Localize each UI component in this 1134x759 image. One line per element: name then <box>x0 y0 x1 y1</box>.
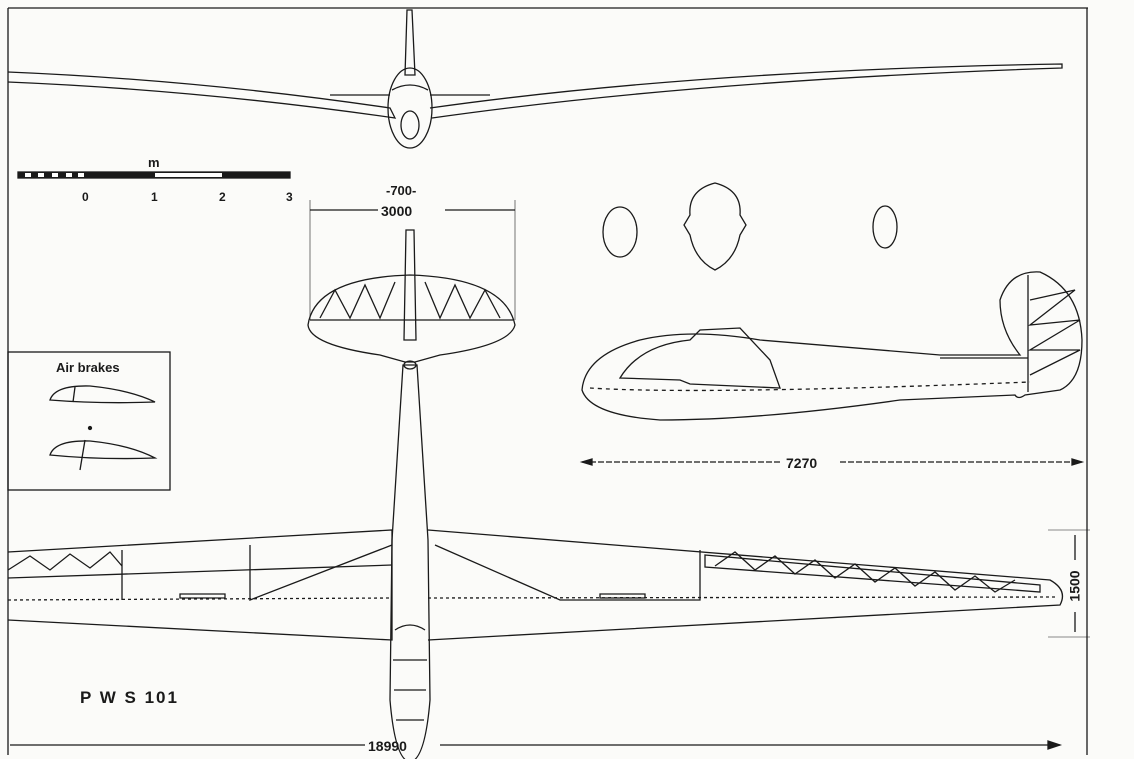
aircraft-title: P W S 101 <box>80 688 179 707</box>
side-view <box>581 271 1083 421</box>
chord-dimension <box>1048 529 1090 638</box>
scale-tick-0: 0 <box>82 190 89 204</box>
air-brakes-inset <box>7 351 171 491</box>
front-view <box>7 9 1063 149</box>
fuselage-width-label: -700- <box>386 183 417 198</box>
main-wing <box>7 529 1064 641</box>
fuselage-top-view <box>389 360 431 759</box>
cross-sections <box>602 182 898 271</box>
scale-unit: m <box>148 155 160 170</box>
tailplane-dimension <box>309 200 516 320</box>
tailplane-top-view <box>307 229 516 363</box>
air-brakes-title: Air brakes <box>56 360 120 375</box>
span-dimension <box>10 740 1063 750</box>
scale-tick-3: 3 <box>286 190 293 204</box>
chord-label: 1500 <box>1066 570 1083 602</box>
scale-bar <box>17 171 291 179</box>
span-label: 18990 <box>368 738 407 754</box>
length-dimension <box>579 458 1085 466</box>
scale-tick-2: 2 <box>219 190 226 204</box>
tailplane-span-label: 3000 <box>381 203 413 219</box>
length-label: 7270 <box>786 455 818 471</box>
scale-tick-1: 1 <box>151 190 158 204</box>
